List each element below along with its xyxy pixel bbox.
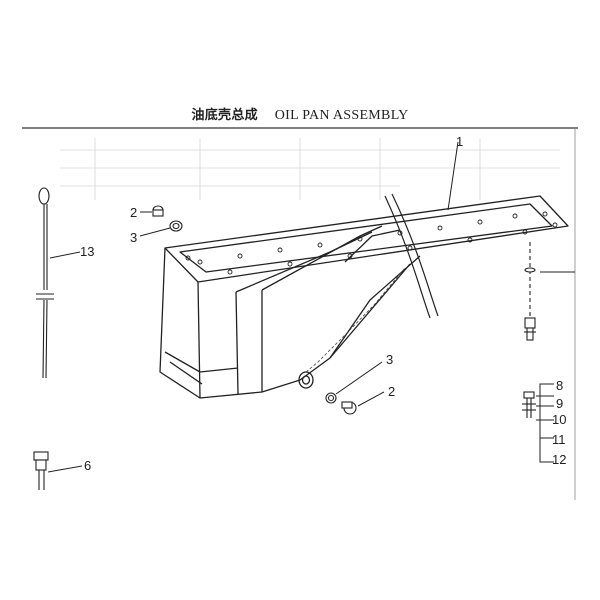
flange-bolt-stack xyxy=(524,242,536,341)
title-chinese: 油底壳总成 xyxy=(191,108,258,123)
callout-13: 13 xyxy=(80,244,94,259)
callout-2-lower: 2 xyxy=(388,384,395,399)
ghost-table xyxy=(60,138,560,200)
gasket-strap-right xyxy=(391,193,439,317)
callout-2-upper: 2 xyxy=(130,205,137,220)
tube-bolt xyxy=(33,451,49,490)
gasket-strap-left xyxy=(384,195,431,319)
callout-3-lower: 3 xyxy=(386,352,393,367)
dipstick xyxy=(36,187,54,379)
bolt-washer-stack xyxy=(522,391,536,418)
diagram-title: 油底壳总成 OIL PAN ASSEMBLY xyxy=(0,104,600,124)
callout-11: 11 xyxy=(552,432,566,447)
leader-lines xyxy=(47,141,554,473)
upper-plug-washer xyxy=(152,205,183,232)
callout-1: 1 xyxy=(456,134,463,149)
callout-3-upper: 3 xyxy=(130,230,137,245)
callout-10: 10 xyxy=(552,412,566,427)
callout-12: 12 xyxy=(552,452,566,467)
callout-9: 9 xyxy=(556,396,563,411)
drain-path xyxy=(305,267,406,373)
oil-pan-body xyxy=(159,195,569,399)
callout-8: 8 xyxy=(556,378,563,393)
drain-plug-washer xyxy=(325,392,357,415)
callout-6: 6 xyxy=(84,458,91,473)
title-english: OIL PAN ASSEMBLY xyxy=(274,108,409,123)
